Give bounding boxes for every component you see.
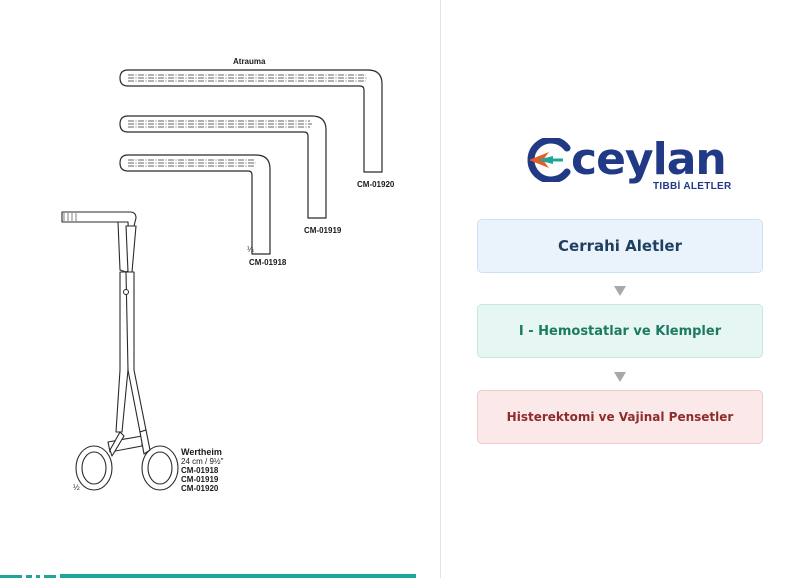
category-histerektomi-ve-vajinal-pensetler[interactable]: Histerektomi ve Vajinal Pensetler [477, 390, 763, 444]
retractor-blade-cm-01920 [119, 69, 383, 173]
code-label-cm-01918: CM-01918 [249, 258, 287, 267]
atrauma-label: Atrauma [233, 57, 266, 66]
category-hemostatlar-ve-klempler[interactable]: I - Hemostatlar ve Klempler [477, 304, 763, 358]
scale-quarter-label: ¼ [247, 245, 254, 254]
scale-half-label: ½ [73, 483, 80, 492]
forceps-code-1: CM-01918 [181, 466, 219, 475]
forceps-code-3: CM-01920 [181, 484, 219, 493]
retractor-blade-cm-01918 [119, 154, 271, 255]
category-label: Histerektomi ve Vajinal Pensetler [506, 410, 734, 424]
catalog-right-page: ceylan TIBBİ ALETLER Cerrahi Aletler I -… [441, 0, 800, 578]
category-label: I - Hemostatlar ve Klempler [518, 323, 722, 339]
forceps-code-2: CM-01919 [181, 475, 219, 484]
code-label-cm-01919: CM-01919 [304, 226, 342, 235]
catalog-left-page: Atrauma CM-01920 CM-01919 ¼ CM-01918 [0, 57, 416, 578]
logo-wordmark: ceylan [571, 134, 727, 185]
footer-page-mark [0, 575, 56, 578]
page-divider [440, 0, 441, 578]
down-triangle-icon [614, 286, 626, 296]
down-triangle-icon [614, 372, 626, 382]
retractor-blade-cm-01919 [119, 115, 327, 219]
footer-accent-bar [60, 574, 416, 578]
forceps-name-label: Wertheim [181, 447, 222, 457]
ceylan-logo: ceylan TIBBİ ALETLER [523, 134, 731, 196]
forceps-size-label: 24 cm / 9½" [181, 457, 224, 466]
retractor-blades-illustration [119, 69, 383, 255]
category-cerrahi-aletler[interactable]: Cerrahi Aletler [477, 219, 763, 273]
category-label: Cerrahi Aletler [558, 237, 682, 255]
wertheim-forceps-illustration [61, 211, 179, 491]
code-label-cm-01920: CM-01920 [357, 180, 395, 189]
ceylan-emblem-icon [527, 138, 571, 182]
logo-subtitle: TIBBİ ALETLER [653, 181, 732, 192]
